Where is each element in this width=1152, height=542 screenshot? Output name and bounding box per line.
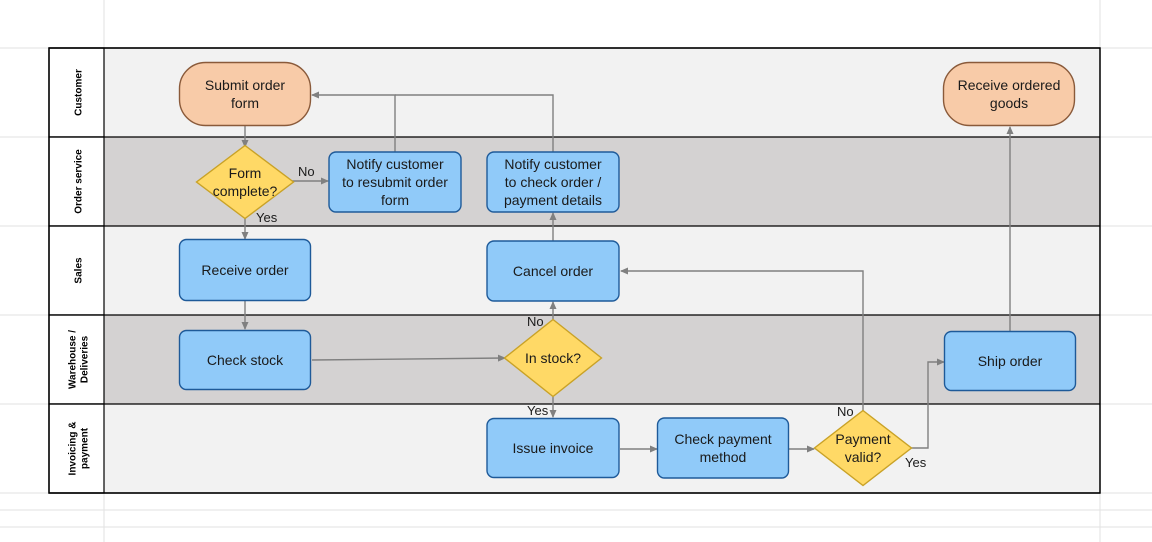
node-label-line: payment details xyxy=(504,192,602,208)
process-box xyxy=(178,329,312,391)
process-box xyxy=(178,238,312,302)
edge-notify-check-to-submit xyxy=(395,94,554,152)
swimlane-label: Customer xyxy=(74,69,85,116)
receive-order-node: Receive order xyxy=(178,238,312,302)
swimlane-header xyxy=(48,314,105,405)
node-label-line: Cancel order xyxy=(513,263,593,279)
form-no-label: No xyxy=(298,164,315,179)
swimlane-label: Invoicing &payment xyxy=(68,422,91,476)
node-label-line: valid? xyxy=(845,449,882,465)
node-label-line: Notify customer xyxy=(504,156,602,172)
node-label-line: complete? xyxy=(213,183,278,199)
node-label-line: to check order / xyxy=(505,174,602,190)
form-yes-label: Yes xyxy=(256,210,278,225)
swimlane-label: Sales xyxy=(74,257,85,284)
node-label-line: method xyxy=(700,449,747,465)
payment-no-label: No xyxy=(837,404,854,419)
node-label: Check stock xyxy=(207,352,284,368)
node-label: Check payment method xyxy=(674,431,771,465)
process-box xyxy=(486,151,620,213)
node-label-line: Ship order xyxy=(978,353,1043,369)
stock-yes-label: Yes xyxy=(527,403,549,418)
payment-yes-label: Yes xyxy=(905,455,927,470)
decision-diamond xyxy=(503,318,603,398)
node-label: Receive order xyxy=(201,262,288,278)
check-stock-node: Check stock xyxy=(178,329,312,391)
node-label: Ship order xyxy=(978,353,1043,369)
node-label: In stock? xyxy=(525,350,581,366)
swimlane-header xyxy=(48,225,105,316)
process-box xyxy=(486,417,620,479)
decision-diamond xyxy=(195,144,295,220)
swimlane-header xyxy=(48,47,105,138)
node-label-line: to resubmit order xyxy=(342,174,448,190)
node-label: Notify customer to resubmit order form xyxy=(342,156,448,208)
terminal-box xyxy=(178,61,312,127)
node-label: Notify customer to check order / payment d… xyxy=(504,156,602,208)
node-label-line: Form xyxy=(229,165,262,181)
cancel-order-node: Cancel order xyxy=(486,240,620,302)
process-box xyxy=(486,240,620,302)
check-payment-method-node: Check payment method xyxy=(656,417,790,479)
node-label: Cancel order xyxy=(513,263,593,279)
form-complete-decision: Form complete? xyxy=(195,144,295,220)
swimlane-label-line: Deliveries xyxy=(80,335,91,383)
swimlane-label-line: Warehouse / xyxy=(68,330,79,389)
node-label-line: Issue invoice xyxy=(513,440,594,456)
issue-invoice-node: Issue invoice xyxy=(486,417,620,479)
edge-payment-no-to-cancel xyxy=(620,267,864,412)
submit-order-form-node: Submit order form xyxy=(178,61,312,127)
node-label-line: Receive order xyxy=(201,262,288,278)
node-label-line: Payment xyxy=(835,431,890,447)
node-label: Receive ordered goods xyxy=(958,77,1061,111)
node-label-line: Check payment xyxy=(674,431,771,447)
swimlane-header xyxy=(48,403,105,494)
node-label-line: goods xyxy=(990,95,1028,111)
swimlane-label-line: payment xyxy=(80,427,91,469)
swimlane-label-line: Invoicing & xyxy=(68,422,79,476)
notify-check-order-node: Notify customer to check order / payment d… xyxy=(486,151,620,213)
stock-no-label: No xyxy=(527,314,544,329)
node-label-line: In stock? xyxy=(525,350,581,366)
in-stock-decision: In stock? xyxy=(503,318,603,398)
node-label-line: Check stock xyxy=(207,352,284,368)
node-label: Form complete? xyxy=(213,165,278,199)
swimlane-label-line: Customer xyxy=(74,69,85,116)
node-label-line: form xyxy=(381,192,409,208)
swimlane-label-line: Sales xyxy=(74,257,85,284)
edge-payment-yes-to-ship xyxy=(911,358,945,449)
node-label: Issue invoice xyxy=(513,440,594,456)
node-label-line: Notify customer xyxy=(346,156,444,172)
process-box xyxy=(943,330,1077,392)
node-label-line: Receive ordered xyxy=(958,77,1061,93)
terminal-box xyxy=(942,61,1076,127)
receive-ordered-goods-node: Receive ordered goods xyxy=(942,61,1076,127)
payment-valid-decision: Payment valid? xyxy=(813,409,913,487)
node-label: Payment valid? xyxy=(835,431,890,465)
swimlane-border xyxy=(48,47,1101,494)
node-label-line: form xyxy=(231,95,259,111)
node-label: Submit order form xyxy=(205,77,285,111)
decision-diamond xyxy=(813,409,913,487)
swimlane-label: Order service xyxy=(74,149,85,214)
node-label-line: Submit order xyxy=(205,77,285,93)
process-box xyxy=(656,417,790,479)
ship-order-node: Ship order xyxy=(943,330,1077,392)
process-box xyxy=(328,151,462,213)
swimlane-label: Warehouse /Deliveries xyxy=(68,330,91,389)
edge-check-stock-to-in-stock xyxy=(311,354,506,362)
notify-resubmit-node: Notify customer to resubmit order form xyxy=(328,151,462,213)
swimlane-label-line: Order service xyxy=(74,149,85,214)
